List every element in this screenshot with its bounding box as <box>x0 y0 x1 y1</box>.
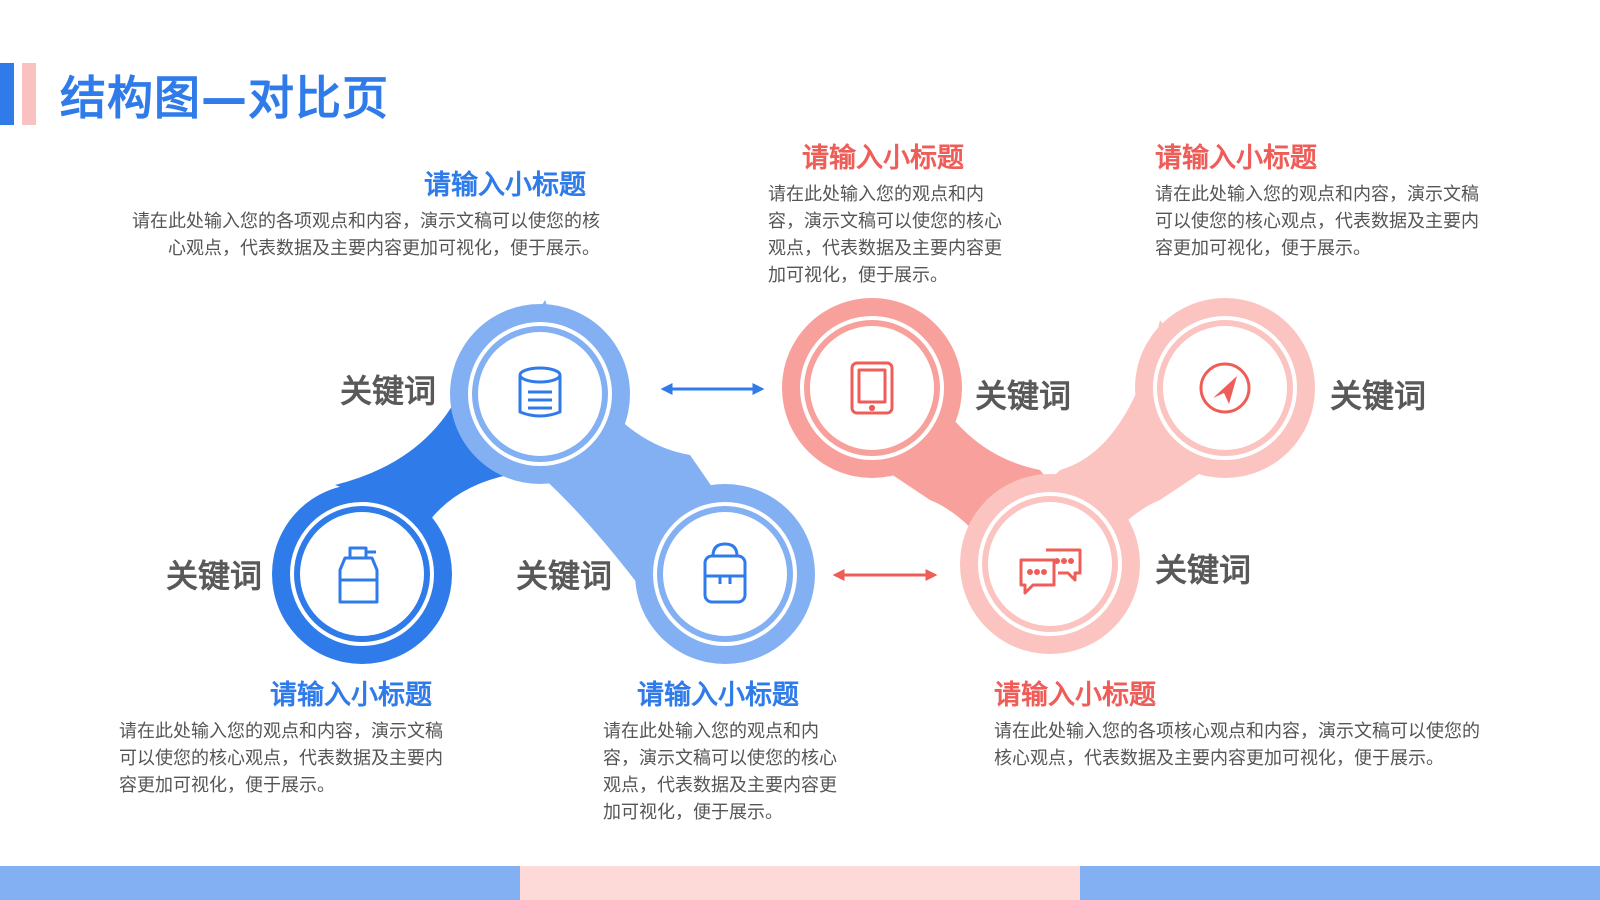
text-blue-bottom-left: 请在此处输入您的观点和内容，演示文稿可以使您的核心观点，代表数据及主要内容更加可… <box>119 721 443 796</box>
title-accent-pink <box>22 63 36 125</box>
subtitle-blue-top: 请输入小标题 <box>424 170 586 201</box>
keyword-blue-top: 关键词 <box>340 372 437 410</box>
keyword-blue-bottom-left: 关键词 <box>166 557 263 595</box>
bottom-bar-left <box>0 866 520 900</box>
title-accent-blue <box>0 63 14 125</box>
navigation-icon <box>1199 362 1251 414</box>
text-red-bottom: 请在此处输入您的各项核心观点和内容，演示文稿可以使您的核心观点，代表数据及主要内… <box>994 721 1480 769</box>
page-title: 结构图—对比页 <box>60 71 389 125</box>
red-cluster <box>782 298 1315 654</box>
keyword-blue-bottom-right: 关键词 <box>516 557 613 595</box>
backpack-icon <box>703 542 747 604</box>
keyword-red-bottom: 关键词 <box>1155 551 1252 589</box>
chat-icon <box>1019 548 1082 595</box>
tablet-icon <box>850 361 894 415</box>
text-red-top-right: 请在此处输入您的观点和内容，演示文稿可以使您的核心观点，代表数据及主要内容更加可… <box>1155 184 1479 259</box>
subtitle-red-top-right: 请输入小标题 <box>1155 143 1317 174</box>
text-blue-top: 请在此处输入您的各项观点和内容，演示文稿可以使您的核心观点，代表数据及主要内容更… <box>132 211 600 259</box>
bottom-bar-right <box>1080 866 1600 900</box>
subtitle-blue-bottom-mid: 请输入小标题 <box>637 680 799 711</box>
keyword-red-top-left: 关键词 <box>975 377 1072 415</box>
subtitle-red-bottom: 请输入小标题 <box>994 680 1156 711</box>
text-blue-bottom-mid: 请在此处输入您的观点和内容，演示文稿可以使您的核心观点，代表数据及主要内容更加可… <box>603 721 837 823</box>
text-red-top-left: 请在此处输入您的观点和内容，演示文稿可以使您的核心观点，代表数据及主要内容更加可… <box>768 184 1002 286</box>
bottle-icon <box>338 546 379 604</box>
subtitle-red-top-left: 请输入小标题 <box>802 143 964 174</box>
bottom-bar-center <box>520 866 1080 900</box>
subtitle-blue-bottom-left: 请输入小标题 <box>270 680 432 711</box>
database-icon <box>518 366 562 418</box>
keyword-red-top-right: 关键词 <box>1330 377 1427 415</box>
blue-cluster <box>272 300 815 664</box>
